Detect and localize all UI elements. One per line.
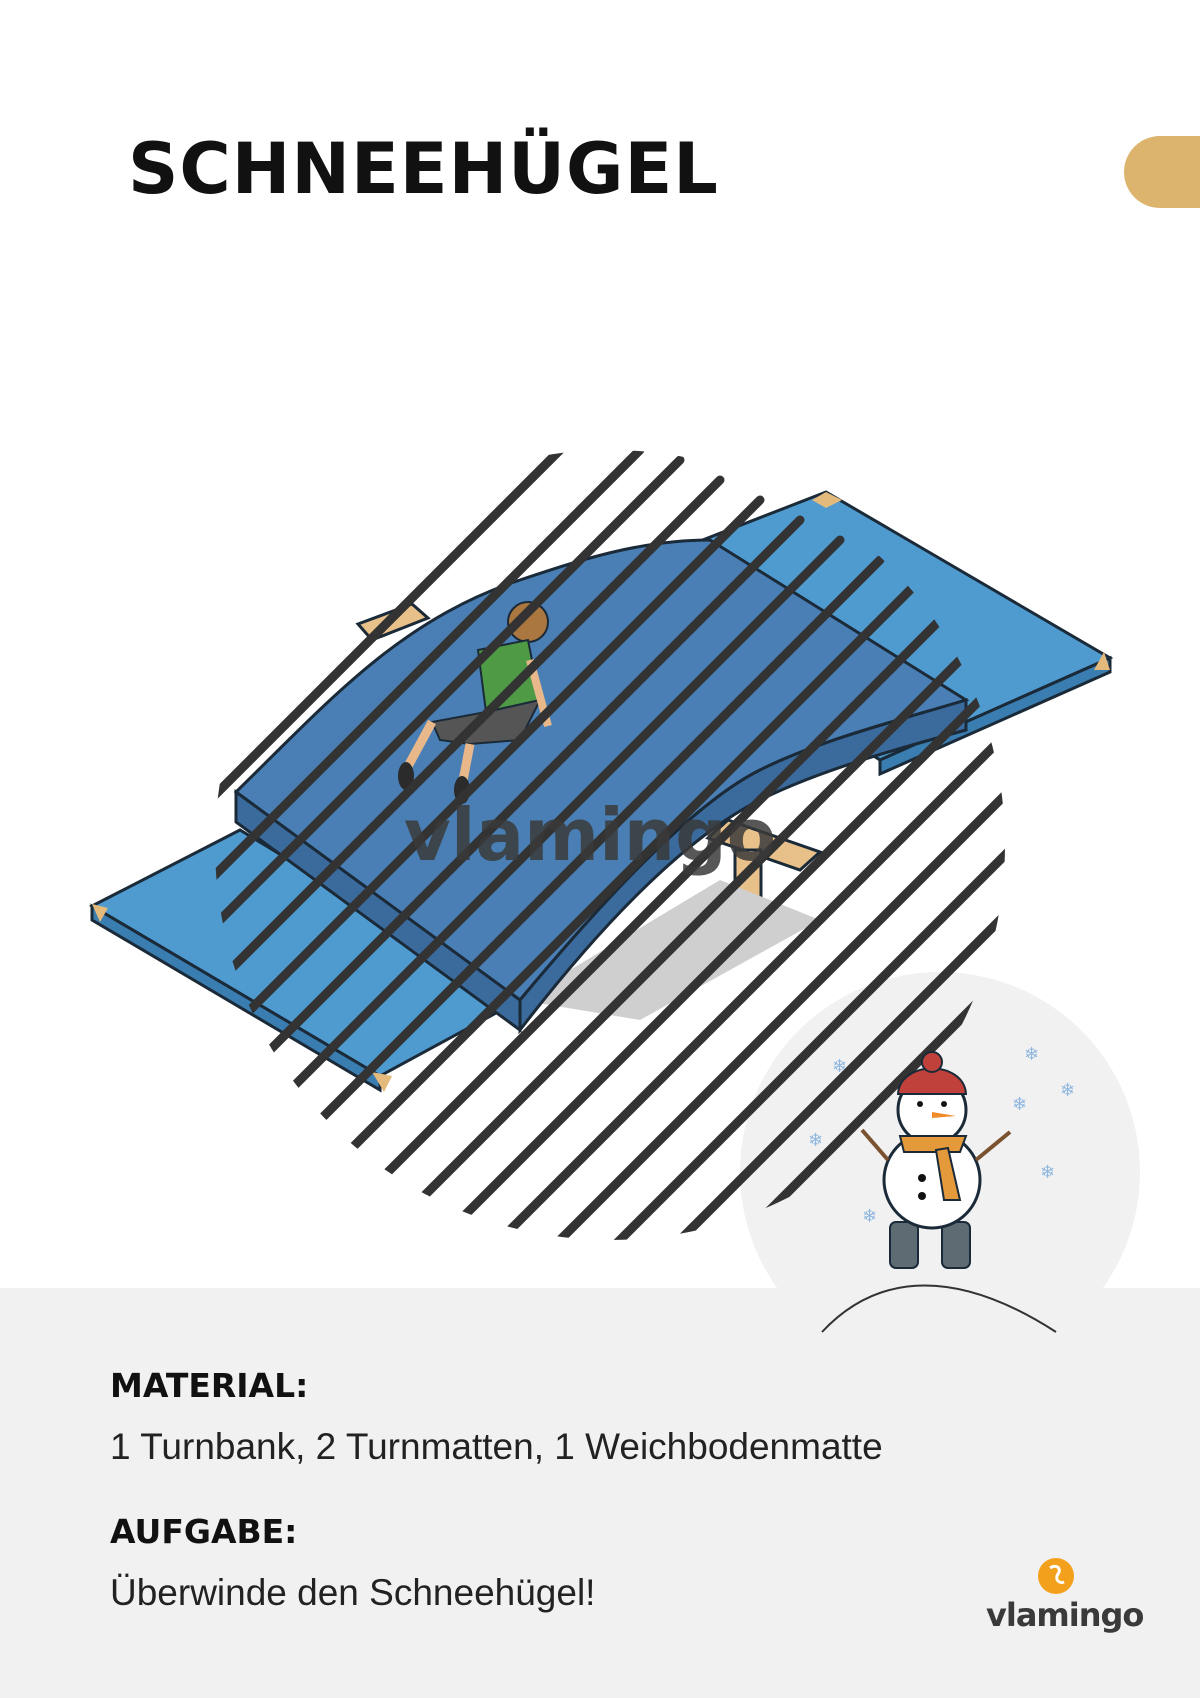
svg-text:❄: ❄	[832, 1056, 847, 1076]
climbing-child	[398, 601, 552, 804]
svg-text:❄: ❄	[808, 1130, 823, 1150]
svg-text:❄: ❄	[1012, 1094, 1027, 1114]
vlamingo-logo: vlamingo	[986, 1556, 1144, 1652]
accent-tab	[1124, 136, 1200, 208]
station-illustration: vlamingo ❄ ❄ ❄ ❄ ❄ ❄ ❄	[88, 450, 1140, 1372]
svg-text:❄: ❄	[1024, 1044, 1039, 1064]
svg-text:❄: ❄	[1040, 1162, 1055, 1182]
flamingo-logo-icon	[1038, 1558, 1074, 1594]
watermark-text: vlamingo	[404, 793, 776, 877]
svg-text:❄: ❄	[1060, 1080, 1075, 1100]
task-label: AUFGABE:	[110, 1512, 298, 1551]
svg-text:❄: ❄	[862, 1206, 877, 1226]
logo-text: vlamingo	[986, 1596, 1144, 1634]
material-label: MATERIAL:	[110, 1366, 309, 1405]
material-text: 1 Turnbank, 2 Turnmatten, 1 Weichbodenma…	[110, 1426, 883, 1467]
page-title: SCHNEEHÜGEL	[128, 128, 719, 210]
task-text: Überwinde den Schneehügel!	[110, 1572, 596, 1613]
snowman-icon: ❄ ❄ ❄ ❄ ❄ ❄ ❄	[808, 1044, 1075, 1333]
